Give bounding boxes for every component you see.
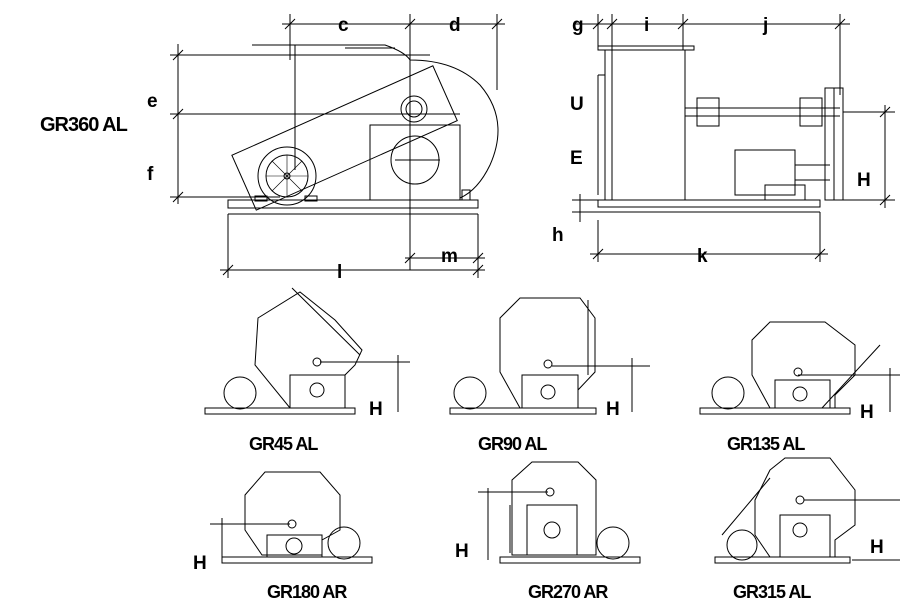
dim-label-j: j (762, 15, 767, 36)
dim-label-m: m (441, 246, 457, 267)
variant-dim-h: H (369, 399, 382, 420)
variant-label-gr180: GR180 AR (267, 582, 347, 602)
variant-gr270 (478, 461, 641, 564)
variant-gr180 (210, 471, 373, 564)
dim-label-k: k (697, 246, 708, 267)
dim-label-g: g (572, 15, 583, 36)
variant-label-gr315: GR315 AL (733, 582, 811, 602)
dim-label-U: U (570, 94, 583, 115)
dim-label-c: c (338, 15, 349, 36)
dim-label-h: h (552, 225, 563, 246)
main-view (170, 14, 505, 278)
variant-dim-h: H (455, 541, 468, 562)
variant-dim-h: H (860, 402, 873, 423)
dim-label-i: i (644, 15, 648, 36)
variant-dim-h: H (870, 537, 883, 558)
dim-label-e: e (147, 91, 157, 112)
variant-label-gr90: GR90 AL (478, 434, 547, 454)
dim-label-E: E (570, 148, 582, 169)
variant-gr90 (449, 297, 650, 415)
side-view (572, 14, 895, 262)
variant-label-gr45: GR45 AL (249, 434, 318, 454)
variant-gr45 (204, 287, 410, 415)
variant-label-gr270: GR270 AR (528, 582, 608, 602)
variant-label-gr135: GR135 AL (727, 434, 805, 454)
variant-gr315 (714, 457, 900, 564)
dim-label-d: d (449, 15, 460, 36)
dim-label-f: f (147, 164, 154, 185)
dim-label-l: l (337, 262, 341, 283)
variant-gr135 (699, 321, 900, 415)
variant-dim-h: H (606, 399, 619, 420)
dim-label-H: H (857, 170, 870, 191)
main-view-title: GR360 AL (40, 114, 128, 136)
variant-dim-h: H (193, 553, 206, 574)
